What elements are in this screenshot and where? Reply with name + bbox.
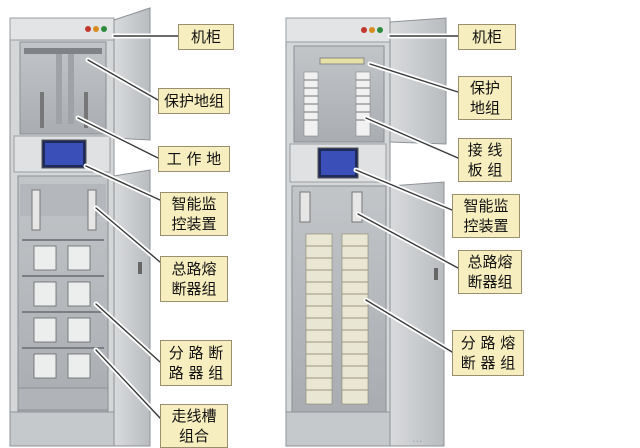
label-left-wire-trough: 走线槽 组合 bbox=[160, 404, 228, 448]
indicator-light bbox=[101, 26, 107, 32]
right-lower-door bbox=[389, 181, 445, 447]
right-cabinet-body bbox=[285, 17, 391, 447]
label-left-main-fuse: 总路熔 断器组 bbox=[160, 256, 228, 302]
label-right-protect-ground: 保护 地组 bbox=[458, 76, 512, 120]
left-cabinet-body bbox=[9, 17, 115, 447]
label-right-cabinet: 机柜 bbox=[458, 24, 516, 50]
label-left-work-ground: 工 作 地 bbox=[158, 146, 230, 172]
label-right-main-fuse: 总路熔 断器组 bbox=[458, 250, 522, 294]
indicator-light bbox=[369, 27, 375, 33]
indicator-light bbox=[93, 26, 99, 32]
label-right-terminal-board: 接 线 板 组 bbox=[458, 138, 512, 182]
leader-lines bbox=[77, 35, 459, 419]
label-left-protect-ground: 保护地组 bbox=[158, 88, 230, 114]
watermark-text: ... bbox=[412, 432, 423, 445]
label-right-smart-monitor: 智能监 控装置 bbox=[452, 194, 520, 238]
indicator-light bbox=[377, 27, 383, 33]
label-left-smart-monitor: 智能监 控装置 bbox=[160, 192, 228, 236]
label-right-branch-fuse: 分 路 熔 断 器 组 bbox=[452, 330, 524, 376]
label-left-cabinet: 机柜 bbox=[178, 24, 234, 50]
indicator-light bbox=[85, 26, 91, 32]
monitor-screen bbox=[321, 151, 355, 175]
indicator-light bbox=[361, 27, 367, 33]
left-upper-door bbox=[113, 7, 151, 141]
label-left-branch-breaker: 分 路 断 路 器 组 bbox=[160, 340, 232, 386]
monitor-screen bbox=[45, 143, 83, 165]
